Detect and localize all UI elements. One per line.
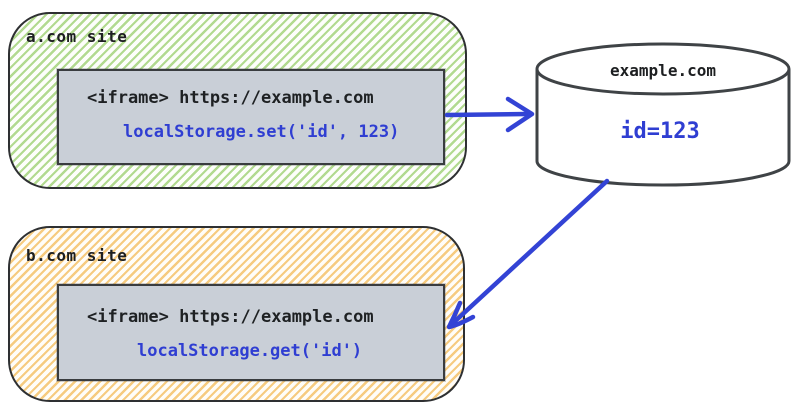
arrow-set-shaft xyxy=(444,111,530,118)
arrow-set-icon xyxy=(444,96,535,133)
iframe-box-a: <iframe> https://example.com localStorag… xyxy=(57,69,445,165)
iframe-url-a: <iframe> https://example.com xyxy=(87,88,374,108)
arrow-get-icon xyxy=(446,178,610,330)
iframe-url-b: <iframe> https://example.com xyxy=(87,307,374,327)
database-cylinder-icon xyxy=(535,42,791,187)
site-box-a: a.com site <iframe> https://example.com … xyxy=(8,12,467,189)
cylinder-body xyxy=(535,68,791,187)
site-box-b: b.com site <iframe> https://example.com … xyxy=(8,226,465,402)
site-label-b: b.com site xyxy=(26,246,128,265)
arrow-get-shaft xyxy=(449,178,610,327)
iframe-box-b: <iframe> https://example.com localStorag… xyxy=(57,284,445,381)
site-label-a: a.com site xyxy=(26,27,128,46)
code-line-get: localStorage.get('id') xyxy=(137,341,363,361)
database-title: example.com xyxy=(610,61,716,80)
arrow-down-left-head-icon xyxy=(446,300,476,330)
database-record: id=123 xyxy=(620,119,699,144)
cylinder-top xyxy=(535,42,791,96)
code-line-set: localStorage.set('id', 123) xyxy=(123,122,400,142)
arrow-right-head-icon xyxy=(505,96,535,133)
